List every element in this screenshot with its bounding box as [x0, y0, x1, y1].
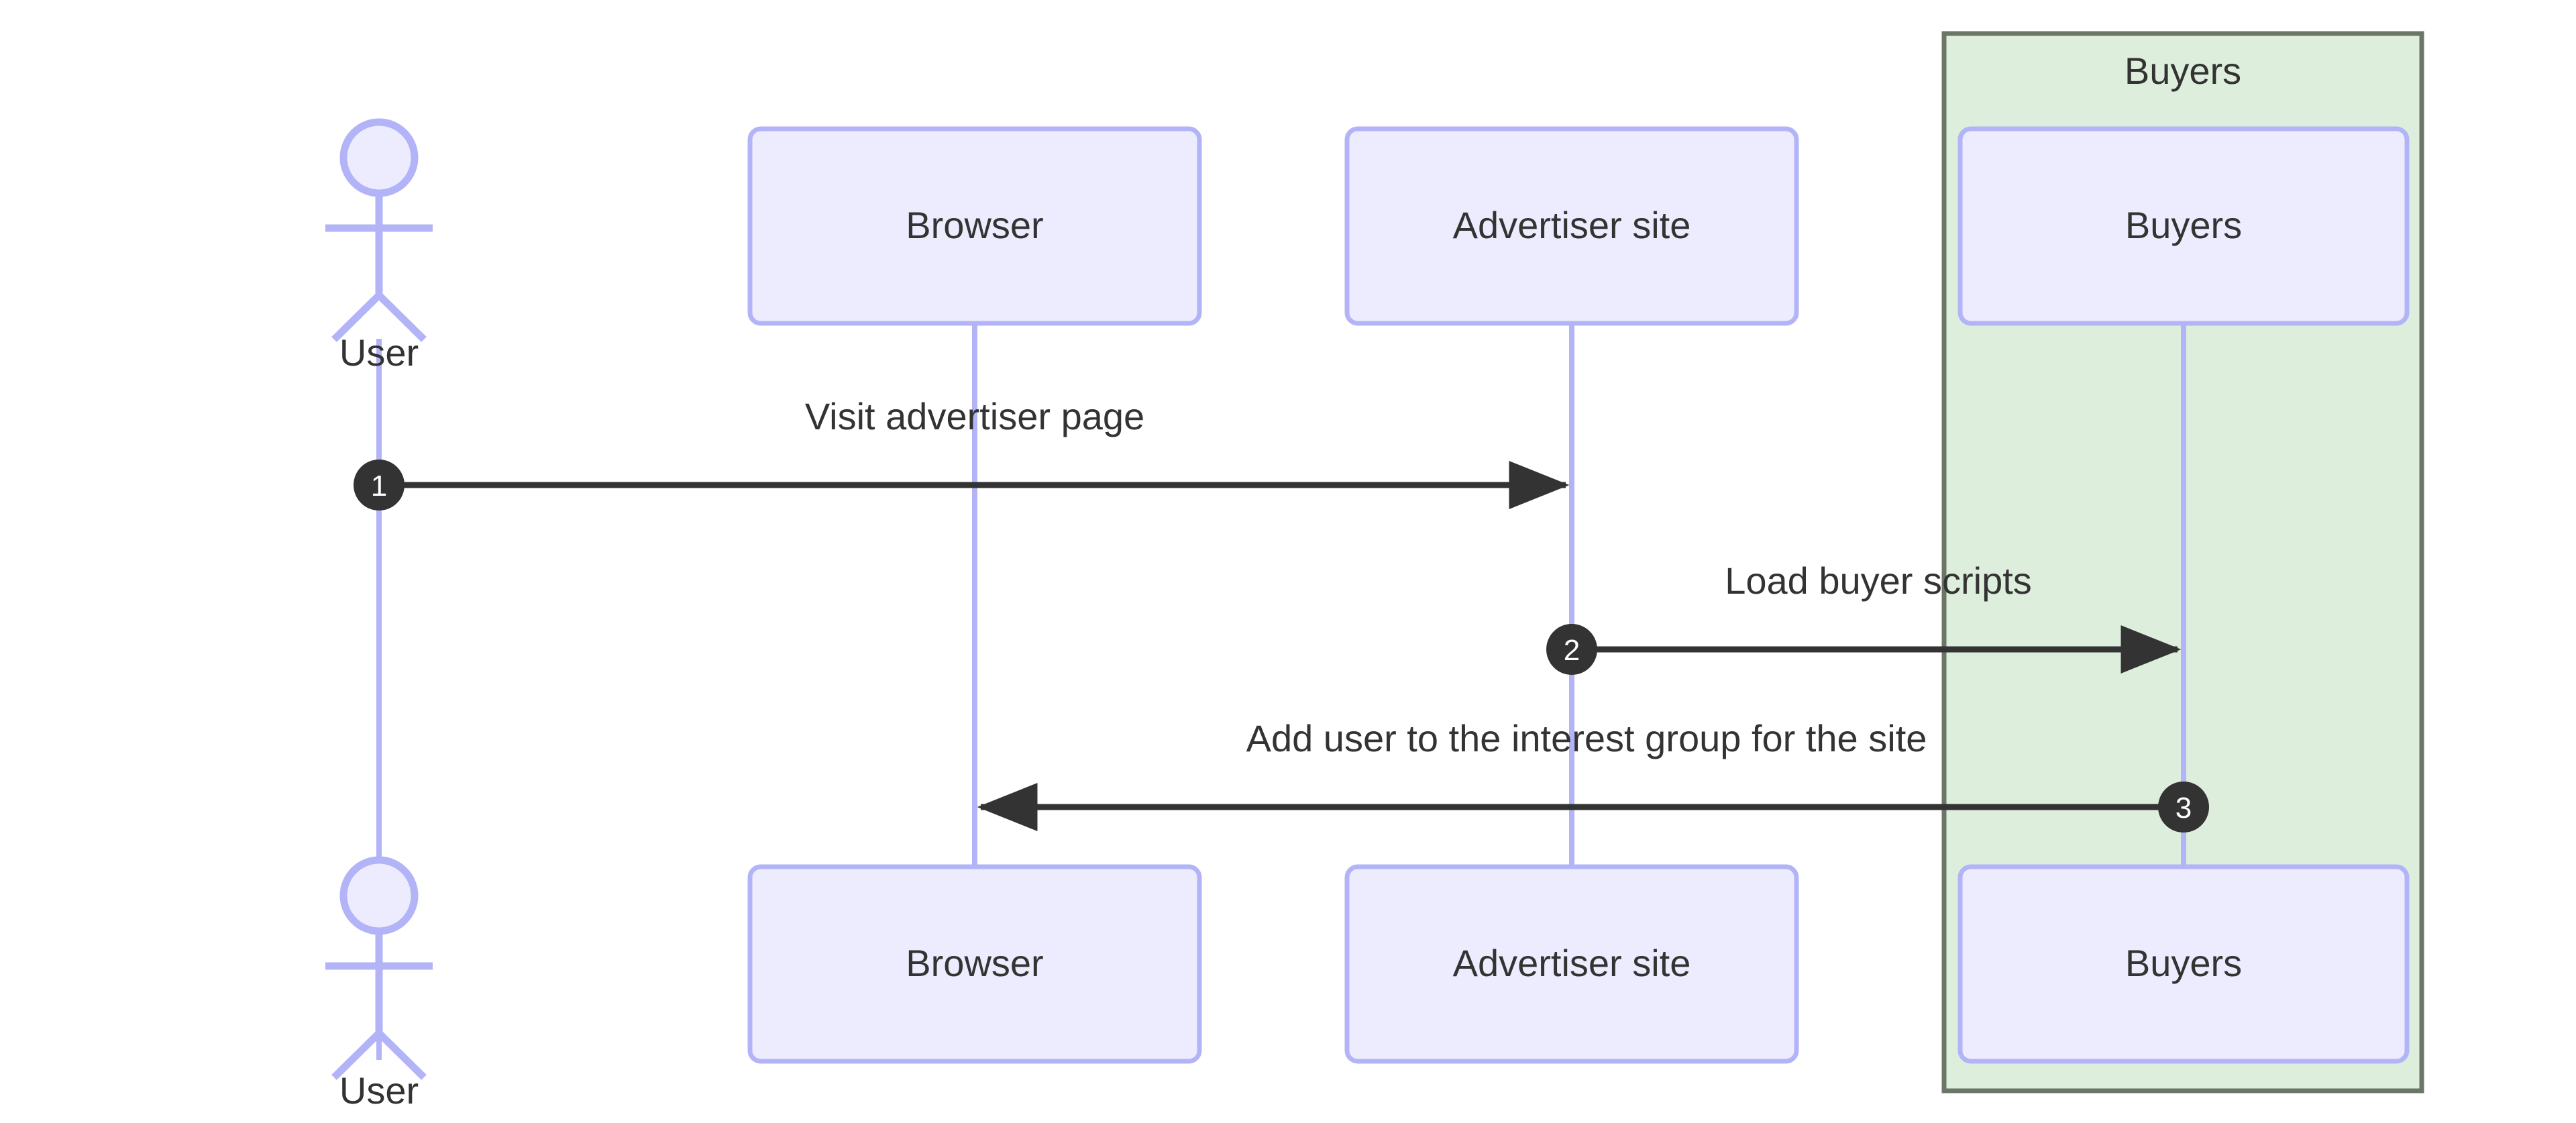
message-3-number: 3	[2176, 792, 2192, 824]
participant-buyers-rect-top[interactable]	[1957, 126, 2410, 326]
message-1-number: 1	[371, 470, 387, 502]
participant-browser-rect-bottom[interactable]	[747, 864, 1202, 1064]
message-2[interactable]: Load buyer scripts 2	[1546, 559, 2182, 675]
participant-browser-label-bottom: Browser	[906, 942, 1043, 984]
message-3[interactable]: Add user to the interest group for the s…	[977, 717, 2209, 833]
actor-user-label-top: User	[339, 331, 419, 374]
participant-buyers-bottom[interactable]: Buyers	[1957, 864, 2410, 1064]
actor-leg-right-icon	[376, 292, 427, 342]
message-2-label: Load buyer scripts	[1725, 559, 2032, 602]
actor-leg-left-icon-bottom	[331, 1030, 382, 1080]
participant-advertiser-label-bottom: Advertiser site	[1453, 942, 1691, 984]
participant-browser-top[interactable]: Browser	[747, 126, 1202, 326]
message-2-marker	[1546, 624, 1597, 675]
participant-browser-rect-top[interactable]	[747, 126, 1202, 326]
actor-user-label-bottom: User	[339, 1069, 419, 1112]
participant-buyers-label-top: Buyers	[2125, 204, 2242, 246]
participant-buyers-rect-bottom[interactable]	[1957, 864, 2410, 1064]
participant-advertiser-label-top: Advertiser site	[1453, 204, 1691, 246]
message-1-label: Visit advertiser page	[805, 395, 1144, 437]
participant-advertiser-rect-top[interactable]	[1344, 126, 1799, 326]
participant-advertiser-bottom[interactable]: Advertiser site	[1344, 864, 1799, 1064]
group-buyers-label: Buyers	[2125, 50, 2241, 92]
message-3-marker	[2158, 782, 2209, 833]
actor-head-icon-bottom	[339, 856, 419, 935]
message-1[interactable]: Visit advertiser page 1	[354, 395, 1570, 511]
message-1-marker	[354, 460, 405, 511]
actor-leg-right-icon-bottom	[376, 1030, 427, 1080]
actor-user-bottom: User	[325, 856, 433, 1112]
participant-advertiser-top[interactable]: Advertiser site	[1344, 126, 1799, 326]
actor-user-top: User	[325, 118, 433, 374]
participant-browser-bottom[interactable]: Browser	[747, 864, 1202, 1064]
participant-browser-label-top: Browser	[906, 204, 1043, 246]
participant-buyers-label-bottom: Buyers	[2125, 942, 2242, 984]
actor-head-icon	[339, 118, 419, 197]
message-2-number: 2	[1564, 634, 1580, 667]
participant-buyers-top[interactable]: Buyers	[1957, 126, 2410, 326]
message-3-label: Add user to the interest group for the s…	[1246, 717, 1927, 759]
participant-advertiser-rect-bottom[interactable]	[1344, 864, 1799, 1064]
actor-leg-left-icon	[331, 292, 382, 342]
